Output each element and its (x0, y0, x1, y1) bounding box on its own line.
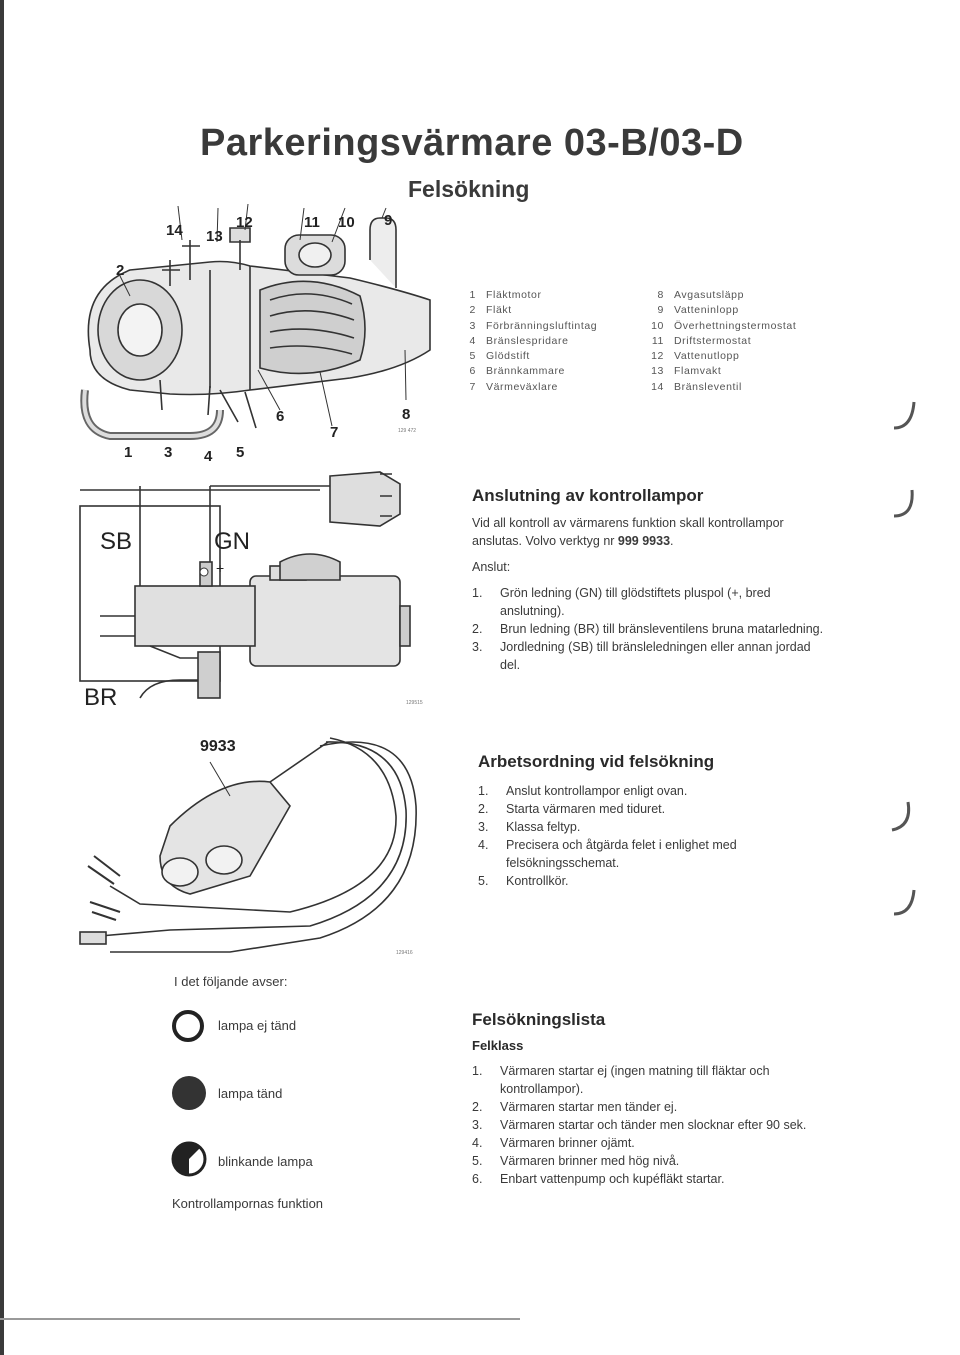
callout-10: 10 (338, 214, 355, 231)
page-title: Parkeringsvärmare 03-B/03-D (200, 122, 744, 164)
label-sb: SB (100, 528, 133, 555)
callout-11: 11 (304, 214, 320, 231)
callout-5: 5 (236, 444, 245, 461)
page-subtitle: Felsökning (408, 176, 530, 202)
figure3-ref: 129416 (396, 950, 413, 956)
list-item: 3.Jordledning (SB) till bränsleledningen… (472, 640, 811, 672)
lamp-off-label: lampa ej tänd (218, 1018, 297, 1033)
wiring-figure (79, 471, 411, 699)
list-item: 4.Precisera och åtgärda felet i enlighet… (478, 838, 737, 870)
anslutning-intro: Vid all kontroll av värmarens funktion s… (472, 516, 784, 548)
binding-edge (0, 0, 4, 1355)
tool-number: 999 9933 (617, 534, 671, 548)
binder-hole-mark (893, 489, 914, 518)
list-item: 4.Värmaren brinner ojämt. (472, 1136, 635, 1150)
list-item: 1.Anslut kontrollampor enligt ovan. (478, 784, 688, 798)
callout-8: 8 (402, 406, 411, 423)
lamp-intro: I det följande avser: (174, 974, 288, 989)
callout-2: 2 (116, 262, 125, 279)
callout-3: 3 (164, 444, 173, 461)
callout-9: 9 (384, 212, 393, 229)
callout-12: 12 (236, 214, 253, 231)
lamp-off-icon (172, 1010, 204, 1042)
lamp-on-icon (172, 1076, 206, 1110)
anslutning-heading: Anslutning av kontrollampor (472, 486, 704, 505)
callout-1: 1 (124, 444, 133, 461)
lamp-blink-label: blinkande lampa (218, 1154, 313, 1169)
callout-6: 6 (276, 408, 285, 425)
list-item: 1.Grön ledning (GN) till glödstiftets pl… (472, 586, 771, 618)
figure1-ref: 129 472 (398, 428, 417, 434)
bottom-rule (0, 1318, 520, 1320)
felklass-list: 1.Värmaren startar ej (ingen matning til… (472, 1062, 832, 1188)
tool-9933-figure (79, 737, 417, 953)
binder-hole-mark (893, 401, 916, 430)
callout-13: 13 (206, 228, 223, 245)
felklass-subheading: Felklass (472, 1038, 524, 1053)
label-plus: + (216, 560, 225, 576)
lamp-blink-icon (171, 1141, 207, 1177)
anslut-label: Anslut: (472, 560, 511, 574)
list-item: 3.Klassa feltyp. (478, 820, 581, 834)
callout-14: 14 (166, 222, 183, 239)
list-item: 1.Värmaren startar ej (ingen matning til… (472, 1064, 770, 1096)
figure2-ref: 129515 (406, 700, 423, 706)
list-item: 3.Värmaren startar och tänder men slockn… (472, 1118, 807, 1132)
heater-cutaway-figure (80, 203, 431, 440)
label-br: BR (84, 684, 118, 711)
label-gn: GN (214, 528, 250, 555)
list-item: 5.Kontrollkör. (478, 874, 569, 888)
list-item: 5.Värmaren brinner med hög nivå. (472, 1154, 680, 1168)
list-item: 2.Värmaren startar men tänder ej. (472, 1100, 678, 1114)
anslutning-list: 1.Grön ledning (GN) till glödstiftets pl… (472, 584, 832, 674)
arbetsordning-list: 1.Anslut kontrollampor enligt ovan. 2.St… (478, 782, 834, 890)
felsokningslista-heading: Felsökningslista (472, 1010, 606, 1029)
binder-hole-mark (893, 889, 916, 916)
callout-7: 7 (330, 424, 339, 441)
tool-label-9933: 9933 (200, 738, 236, 755)
list-item: 2.Starta värmaren med tiduret. (478, 802, 666, 816)
binder-hole-mark (891, 801, 911, 832)
lamp-on-label: lampa tänd (218, 1086, 283, 1101)
list-item: 6.Enbart vattenpump och kupéfläkt starta… (472, 1172, 725, 1186)
arbetsordning-heading: Arbetsordning vid felsökning (478, 752, 715, 771)
callout-4: 4 (204, 448, 213, 465)
list-item: 2.Brun ledning (BR) till bränsleventilen… (472, 622, 824, 636)
lamp-caption: Kontrollampornas funktion (172, 1196, 324, 1211)
